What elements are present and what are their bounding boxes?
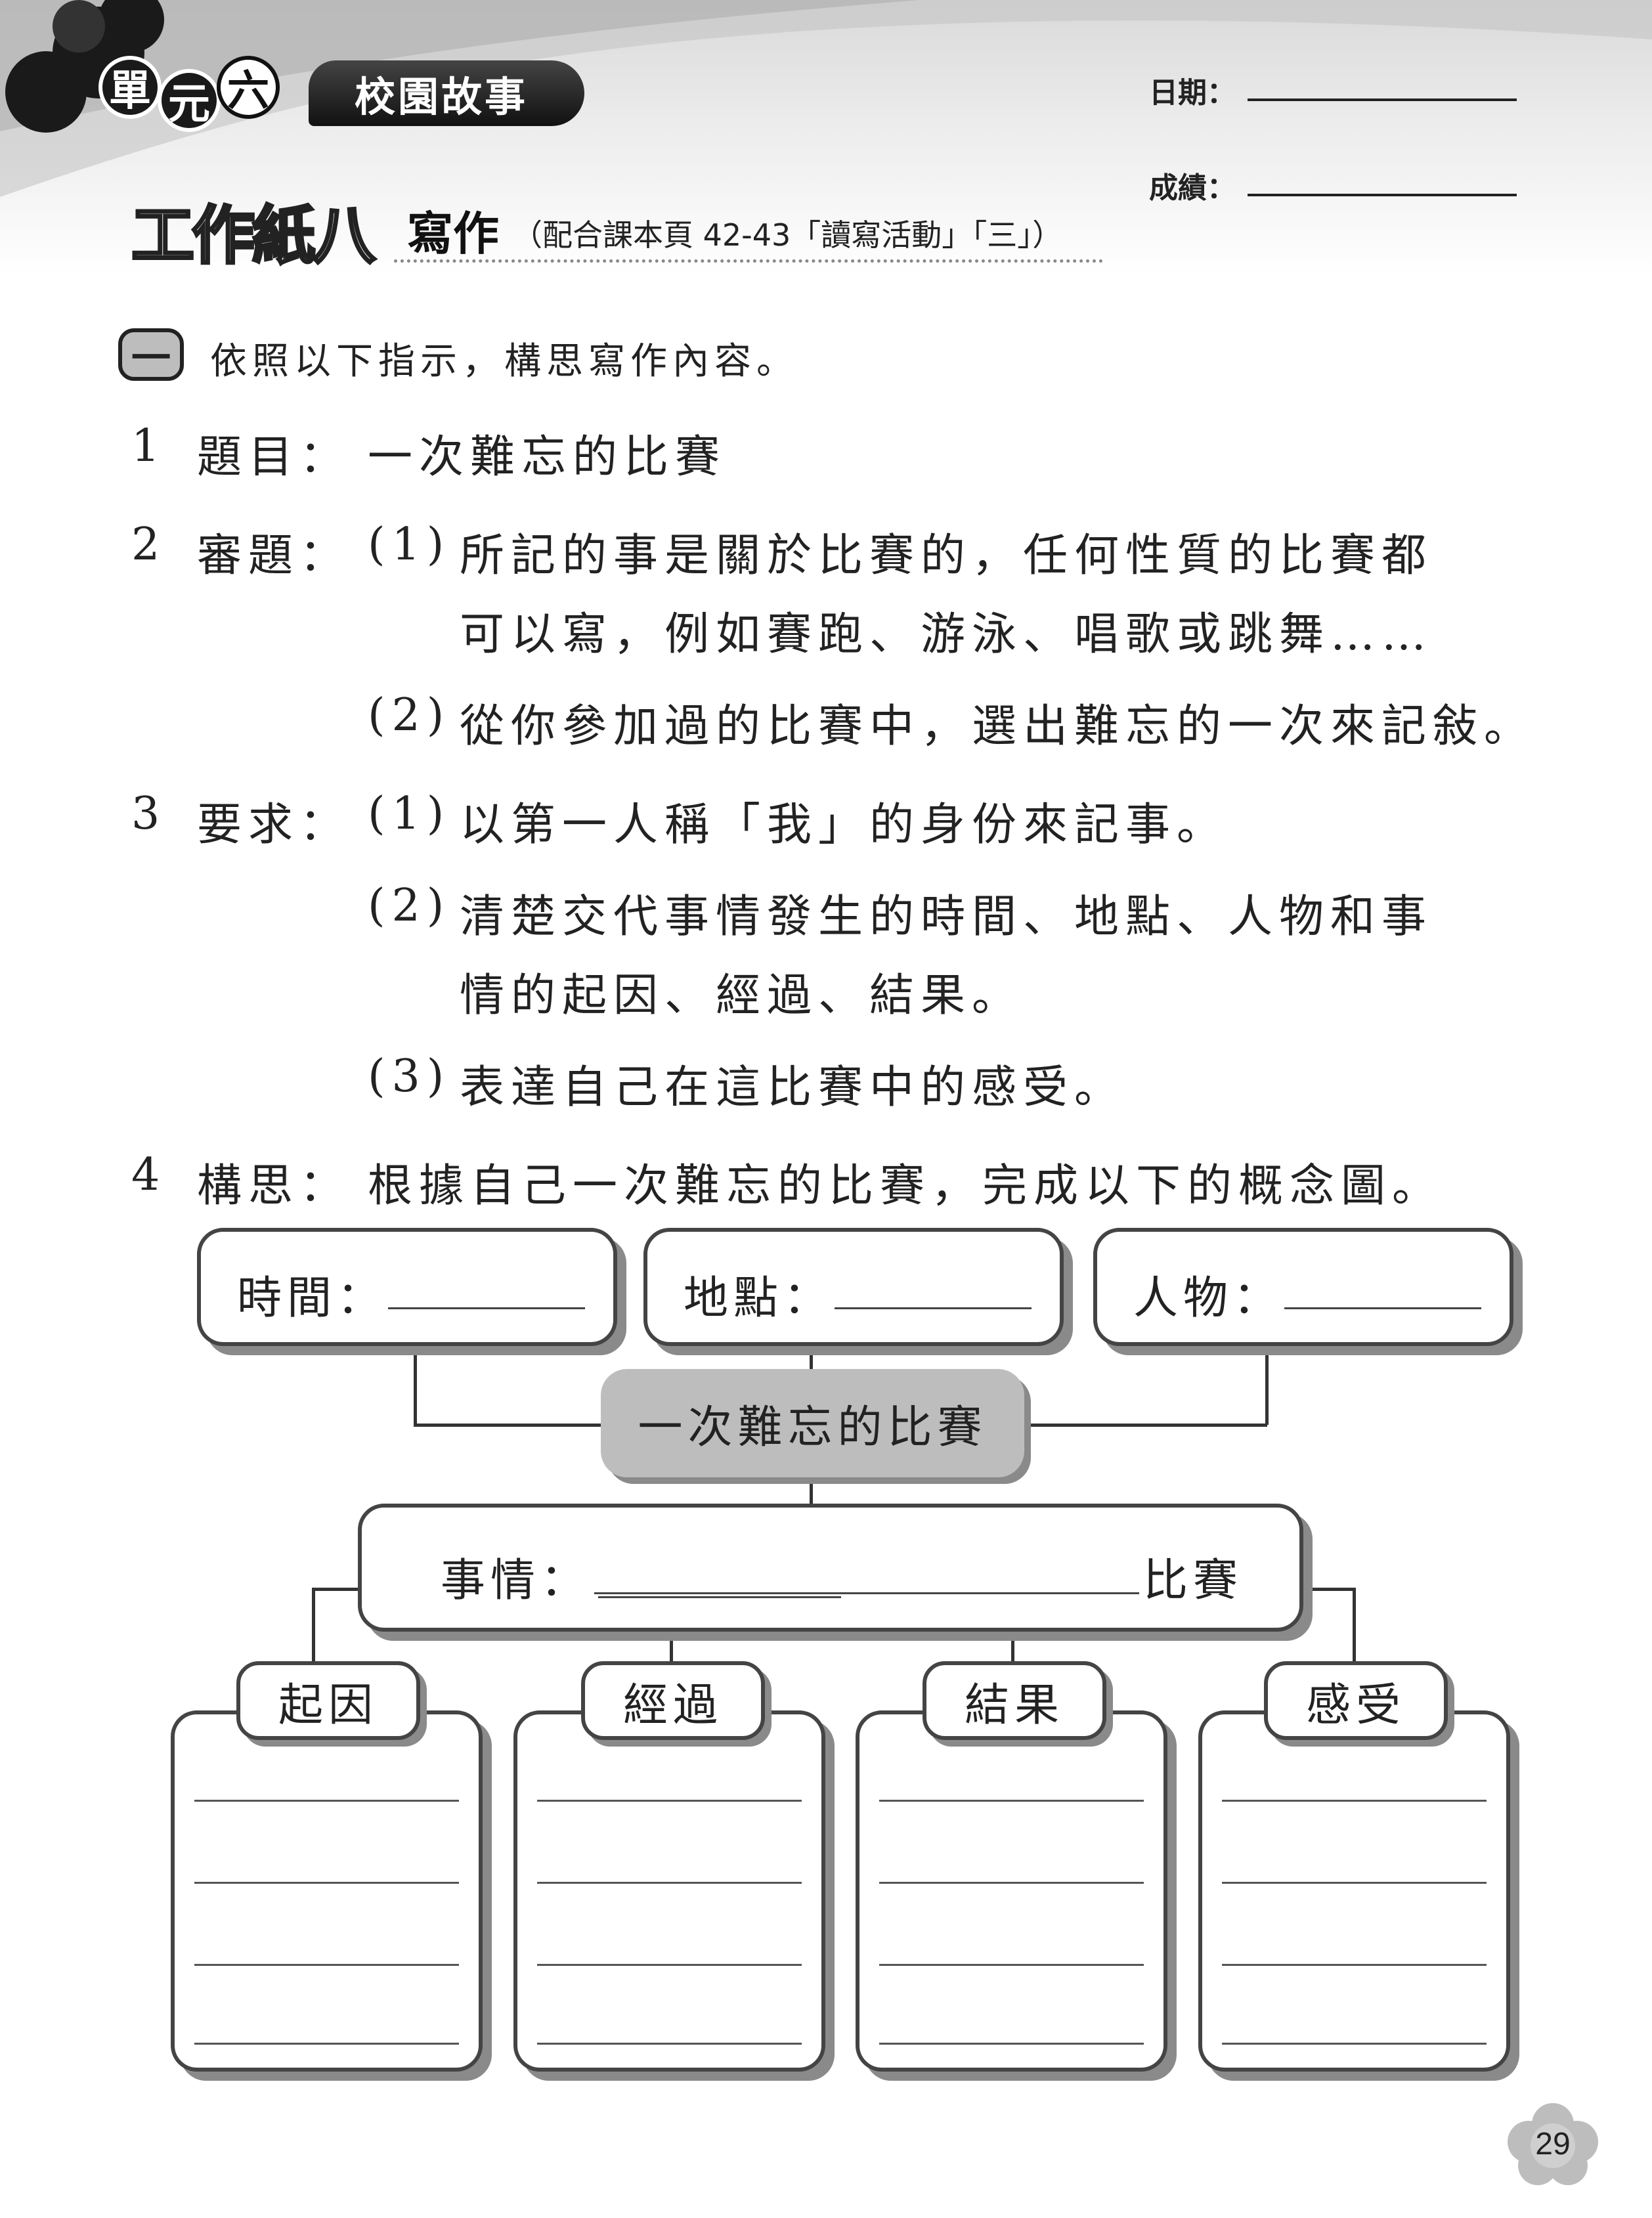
connector (1353, 1588, 1356, 1673)
cause-write-line[interactable] (194, 1882, 459, 1884)
place-field[interactable] (835, 1307, 1032, 1309)
feeling-box (1198, 1710, 1510, 2072)
people-field[interactable] (1284, 1307, 1481, 1309)
item-3-sub-1-line-1: 以第一人稱「我」的身份來記事。 (460, 799, 1228, 851)
event-field-ext (598, 1596, 838, 1598)
place-box: 地點： (643, 1228, 1064, 1346)
connector (810, 1477, 813, 1510)
feeling-write-line[interactable] (1222, 1800, 1487, 1802)
time-box: 時間： (197, 1228, 617, 1346)
place-label: 地點： (684, 1272, 834, 1324)
item-4-text: 根據自己一次難忘的比賽，完成以下的概念圖。 (368, 1160, 1444, 1212)
item-1-text: 一次難忘的比賽 (368, 431, 727, 483)
page-number: 29 (1535, 2127, 1571, 2162)
event-write-line[interactable] (594, 1592, 1139, 1594)
item-2-sub-1-line-2: 可以寫，例如賽跑、游泳、唱歌或跳舞…… (460, 609, 1433, 661)
unit-char-1: 單 (98, 56, 162, 119)
page-number-badge: 29 (1504, 2101, 1602, 2186)
process-write-line[interactable] (537, 1800, 802, 1802)
item-3-sub-1-number: (1) (368, 788, 451, 840)
item-3-sub-2-number: (2) (368, 880, 451, 932)
section-marker: 一 (118, 328, 184, 381)
connector (670, 1622, 673, 1674)
center-topic: 一次難忘的比賽 (601, 1369, 1024, 1477)
item-3-sub-2-line-2: 情的起因、經過、結果。 (460, 970, 1024, 1022)
process-write-line[interactable] (537, 1964, 802, 1966)
process-write-line[interactable] (537, 1882, 802, 1884)
item-1-label: 題目： (197, 431, 351, 483)
item-3-sub-3-number: (3) (368, 1051, 451, 1102)
result-write-line[interactable] (879, 1800, 1144, 1802)
item-2-sub-2-line-1: 從你參加過的比賽中，選出難忘的一次來記敍。 (460, 701, 1536, 752)
connector (1265, 1346, 1269, 1425)
section-instruction: 依照以下指示，構思寫作內容。 (210, 340, 798, 383)
process-write-line[interactable] (537, 2043, 802, 2045)
unit-title: 校園故事 (309, 60, 584, 126)
item-1-number: 1 (131, 420, 167, 472)
cause-write-line[interactable] (194, 1800, 459, 1802)
unit-char-2: 元 (158, 69, 221, 132)
score-field[interactable] (1248, 194, 1517, 196)
worksheet-reference: （配合課本頁 42-43「讀寫活動」「三」） (512, 217, 1063, 253)
feeling-write-line[interactable] (1222, 1964, 1487, 1966)
time-label: 時間： (237, 1272, 387, 1324)
flower-icon (1508, 2103, 1598, 2185)
date-field[interactable] (1248, 98, 1517, 101)
worksheet-label: 工作紙八 (130, 190, 377, 274)
tab-result: 結果 (923, 1661, 1106, 1740)
people-label: 人物： (1133, 1272, 1284, 1324)
connector (312, 1588, 315, 1673)
people-box: 人物： (1093, 1228, 1513, 1346)
item-2-label: 審題： (197, 530, 351, 582)
tab-cause: 起因 (236, 1661, 420, 1740)
worksheet-type: 寫作 (407, 207, 499, 261)
result-box (856, 1710, 1167, 2072)
item-2-number: 2 (131, 519, 167, 571)
result-write-line[interactable] (879, 1882, 1144, 1884)
feeling-write-line[interactable] (1222, 1882, 1487, 1884)
process-box (513, 1710, 825, 2072)
score-label: 成績： (1149, 171, 1236, 205)
connector (1011, 1622, 1014, 1674)
event-label: 事情： (441, 1555, 591, 1607)
connector (312, 1588, 358, 1591)
date-label: 日期： (1149, 76, 1236, 110)
event-box: 事情： 比賽 (358, 1504, 1303, 1632)
tab-process: 經過 (581, 1661, 765, 1740)
title-dotted-rule (394, 259, 1103, 263)
result-write-line[interactable] (879, 1964, 1144, 1966)
item-3-label: 要求： (197, 799, 351, 851)
worksheet-label-text: 工作紙八 (130, 198, 377, 274)
cause-box (171, 1710, 483, 2072)
tab-feeling: 感受 (1264, 1661, 1448, 1740)
unit-char-3: 六 (217, 56, 280, 119)
result-write-line[interactable] (879, 2043, 1144, 2045)
item-4-number: 4 (131, 1149, 167, 1201)
item-2-sub-1-line-1: 所記的事是關於比賽的，任何性質的比賽都 (460, 530, 1433, 582)
cause-write-line[interactable] (194, 1964, 459, 1966)
feeling-write-line[interactable] (1222, 2043, 1487, 2045)
connector (1300, 1588, 1353, 1591)
connector (414, 1346, 417, 1425)
item-4-label: 構思： (197, 1160, 351, 1212)
event-suffix: 比賽 (1143, 1555, 1244, 1607)
item-2-sub-1-number: (1) (368, 519, 451, 571)
item-3-sub-3-line-1: 表達自己在這比賽中的感受。 (460, 1062, 1126, 1114)
item-3-sub-2-line-1: 清楚交代事情發生的時間、地點、人物和事 (460, 891, 1433, 943)
cause-write-line[interactable] (194, 2043, 459, 2045)
item-3-number: 3 (131, 788, 167, 840)
item-2-sub-2-number: (2) (368, 689, 451, 741)
unit-badge: 單 元 六 (98, 56, 295, 135)
time-field[interactable] (388, 1307, 585, 1309)
